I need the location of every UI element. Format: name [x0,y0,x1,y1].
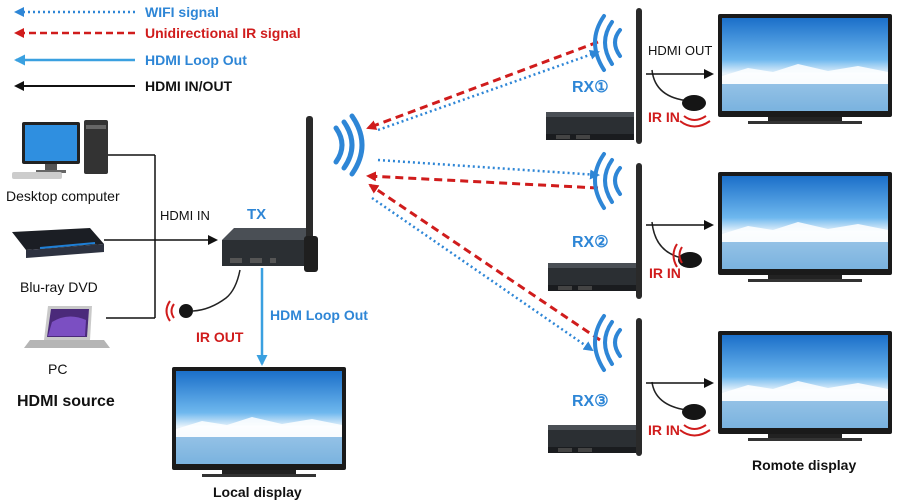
tx-wifi-icon [333,113,365,177]
remote-display-tv-2 [718,172,892,282]
wifi-line-rx2 [377,158,600,180]
rx3-device [548,314,642,456]
rx2-device [548,152,642,299]
laptop-icon [24,306,110,348]
tx-device [222,116,318,272]
desktop-computer-label: Desktop computer [6,188,120,204]
ir-line-rx1 [366,40,599,130]
rx2-label: RX② [572,234,609,251]
legend-hdmi-label: HDMI IN/OUT [145,78,233,94]
rx3-label: RX③ [572,393,609,410]
rx1-label: RX① [572,79,609,96]
rx1-ir-in-label: IR IN [648,109,680,125]
hdmi-in-label: HDMI IN [160,208,210,223]
rx3-ir-in-label: IR IN [648,422,680,438]
source-bus [104,154,156,319]
pc-label: PC [48,361,68,377]
legend-ir-label: Unidirectional IR signal [145,25,301,41]
rx2-ir-in-label: IR IN [649,265,681,281]
wifi-line-rx1 [377,49,600,132]
ir-line-rx2 [366,171,599,190]
legend-wifi-label: WIFI signal [145,4,219,20]
bluray-label: Blu-ray DVD [20,279,98,295]
rx2-ir-receiver-icon [651,221,702,268]
tx-label: TX [247,206,267,223]
bluray-player-icon [12,228,104,258]
ir-line-rx3 [368,183,601,342]
remote-display-label: Romote display [752,457,857,473]
remote-display-tv-3 [718,331,892,441]
loop-out-label: HDM Loop Out [270,307,368,323]
desktop-computer-icon [12,120,108,179]
remote-display-tv-1 [718,14,892,124]
rx3-ir-receiver-icon [651,381,711,437]
local-display-label: Local display [213,484,302,500]
hdmi-source-heading: HDMI source [17,393,115,410]
hdmi-out-label: HDMI OUT [648,43,713,58]
ir-emitter-icon [165,269,241,322]
legend-loop-label: HDMI Loop Out [145,52,247,68]
ir-out-label: IR OUT [196,329,244,345]
local-display-tv [172,367,346,477]
rx1-device [546,8,642,144]
